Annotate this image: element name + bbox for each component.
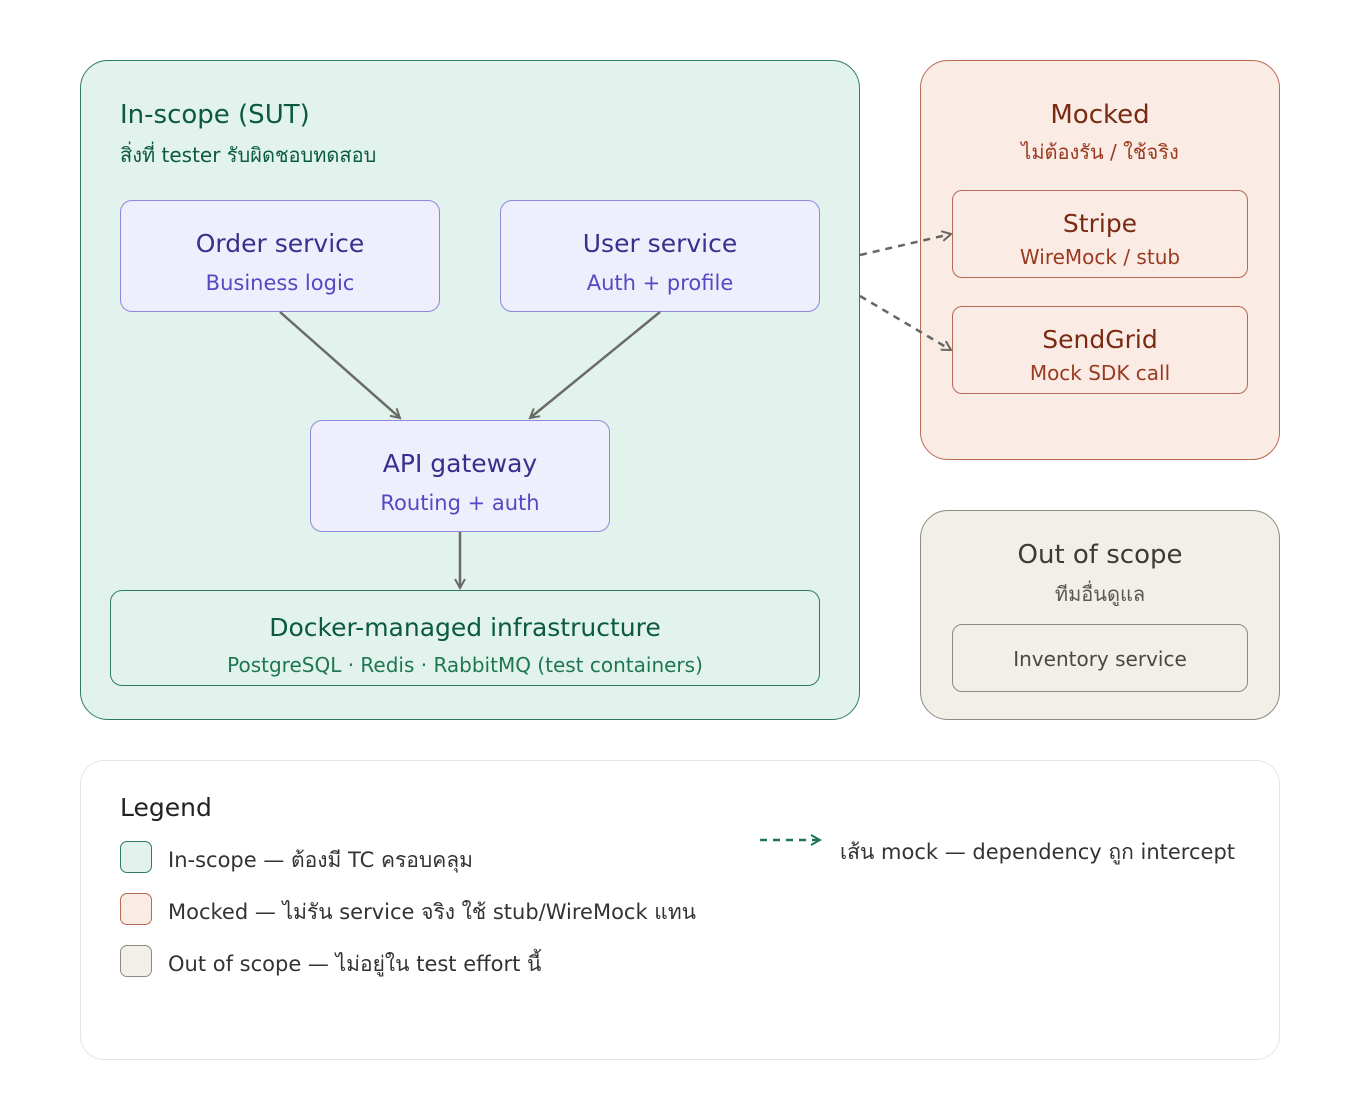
stripe-mock-node: Stripe WireMock / stub <box>952 190 1248 278</box>
legend-title: Legend <box>120 793 212 822</box>
user-service-subtitle: Auth + profile <box>586 271 734 295</box>
api-gateway-title: API gateway <box>382 449 538 478</box>
api-gateway-node: API gateway Routing + auth <box>310 420 610 532</box>
sendgrid-title: SendGrid <box>1042 325 1158 354</box>
in-scope-subtitle: สิ่งที่ tester รับผิดชอบทดสอบ <box>120 143 377 167</box>
stripe-subtitle: WireMock / stub <box>1019 245 1181 269</box>
order-service-node: Order service Business logic <box>120 200 440 312</box>
in-scope-title: In-scope (SUT) <box>120 100 310 130</box>
legend-swatch-mocked <box>120 893 152 925</box>
inventory-service-label: Inventory service <box>1013 647 1187 671</box>
inventory-service-node: Inventory service <box>952 624 1248 692</box>
order-service-subtitle: Business logic <box>205 271 355 295</box>
arrow-order-to-gateway <box>279 311 400 418</box>
sendgrid-mock-node: SendGrid Mock SDK call <box>952 306 1248 394</box>
user-service-node: User service Auth + profile <box>500 200 820 312</box>
infrastructure-title: Docker-managed infrastructure <box>269 613 661 642</box>
arrow-user-to-gateway <box>530 311 661 418</box>
out-of-scope-subtitle: ทีมอื่นดูแล <box>1054 582 1146 606</box>
mock-arrow-to-sendgrid <box>859 294 951 352</box>
mock-arrow-to-stripe <box>859 234 951 257</box>
user-service-title: User service <box>582 229 738 258</box>
infrastructure-subtitle: PostgreSQL · Redis · RabbitMQ (test cont… <box>227 653 703 677</box>
legend-mock-line-label: เส้น mock — dependency ถูก intercept <box>840 840 1236 864</box>
mocked-subtitle: ไม่ต้องรัน / ใช้จริง <box>1021 140 1179 164</box>
legend-swatch-in-scope <box>120 841 152 873</box>
legend-item-out-of-scope: Out of scope — ไม่อยู่ใน test effort นี้ <box>168 952 542 976</box>
order-service-title: Order service <box>195 229 365 258</box>
legend-panel <box>80 760 1280 1060</box>
stripe-title: Stripe <box>1062 209 1138 238</box>
legend-item-in-scope: In-scope — ต้องมี TC ครอบคลุม <box>168 848 474 872</box>
legend-swatch-out-of-scope <box>120 945 152 977</box>
api-gateway-subtitle: Routing + auth <box>380 491 540 515</box>
mocked-title: Mocked <box>1050 100 1150 130</box>
sendgrid-subtitle: Mock SDK call <box>1029 361 1171 385</box>
docker-infrastructure-node: Docker-managed infrastructure PostgreSQL… <box>110 590 820 686</box>
out-of-scope-title: Out of scope <box>1017 540 1183 570</box>
legend-item-mocked: Mocked — ไม่รัน service จริง ใช้ stub/Wi… <box>168 900 697 924</box>
